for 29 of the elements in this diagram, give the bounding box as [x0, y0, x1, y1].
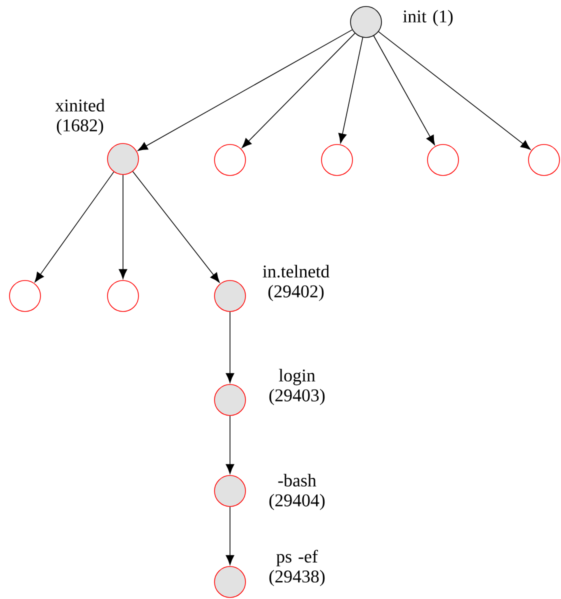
process-circle [321, 144, 353, 176]
process-circle [107, 280, 139, 312]
arrow [373, 35, 435, 146]
arrow [338, 37, 364, 144]
arrow [118, 174, 128, 279]
process-circle [107, 143, 139, 175]
arrow [242, 32, 356, 148]
process-circle [427, 144, 459, 176]
process-circle [9, 280, 41, 312]
process-circle [214, 566, 246, 598]
arrow [226, 506, 234, 565]
process-label: ps -ef (29438) [269, 550, 325, 586]
process-circle [214, 144, 246, 176]
process-label: init (1) [402, 10, 453, 26]
arrow [226, 312, 234, 383]
process-circle [528, 144, 560, 176]
process-label: xinited (1682) [55, 98, 105, 136]
arrow [138, 29, 353, 151]
arrow [132, 171, 220, 283]
process-circle [350, 6, 382, 38]
process-label: in.telnetd (29402) [262, 264, 330, 302]
arrow [34, 172, 114, 282]
arrow [378, 31, 531, 150]
arrow [226, 416, 234, 474]
process-circle [214, 280, 246, 312]
process-circle [214, 475, 246, 507]
process-label: login (29403) [269, 368, 325, 406]
process-label: -bash (29404) [269, 474, 325, 510]
process-circle [214, 384, 246, 416]
